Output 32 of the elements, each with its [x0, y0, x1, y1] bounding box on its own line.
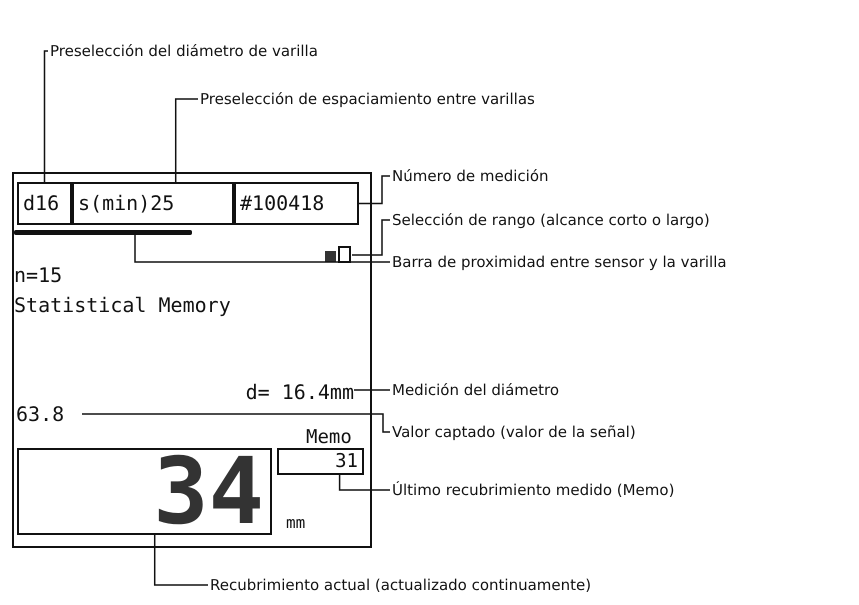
callout-text: Último recubrimiento medido (Memo) — [392, 479, 674, 501]
leader-line — [134, 235, 390, 263]
display-field: s(min)25 — [72, 182, 234, 225]
leader-line — [82, 413, 390, 433]
leader-line — [352, 219, 390, 256]
callout-text: Número de medición — [392, 165, 548, 187]
callout-text: Preselección del diámetro de varilla — [50, 40, 318, 62]
display-field: d16 — [17, 182, 72, 225]
proximity-bar — [14, 230, 192, 235]
leader-line — [44, 50, 48, 182]
display-field: #100418 — [234, 182, 359, 225]
display-text: mm — [286, 512, 306, 534]
leader-line — [359, 175, 390, 204]
memo-field: 31 — [277, 448, 364, 475]
leader-line — [338, 475, 390, 491]
display-text: n=15 — [14, 262, 62, 288]
display-text: Memo — [306, 425, 352, 450]
callout-text: Selección de rango (alcance corto o largo) — [392, 209, 710, 231]
leader-line — [174, 98, 198, 182]
leader-line — [354, 389, 390, 391]
display-screen — [12, 172, 372, 548]
callout-text: Valor captado (valor de la señal) — [392, 421, 636, 443]
square-pair-icon — [324, 246, 352, 264]
display-text: Statistical Memory — [14, 292, 231, 318]
callout-text: Recubrimiento actual (actualizado continuamente) — [210, 574, 592, 596]
callout-text: Barra de proximidad entre sensor y la varilla — [392, 251, 727, 273]
leader-line — [154, 535, 208, 586]
readout-text: d= 16.4mm — [204, 379, 354, 405]
callout-text: Medición del diámetro — [392, 379, 560, 401]
cover-readout-field: 34 — [17, 448, 272, 535]
callout-text: Preselección de espaciamiento entre varillas — [200, 88, 535, 110]
readout-text: 63.8 — [16, 401, 82, 427]
